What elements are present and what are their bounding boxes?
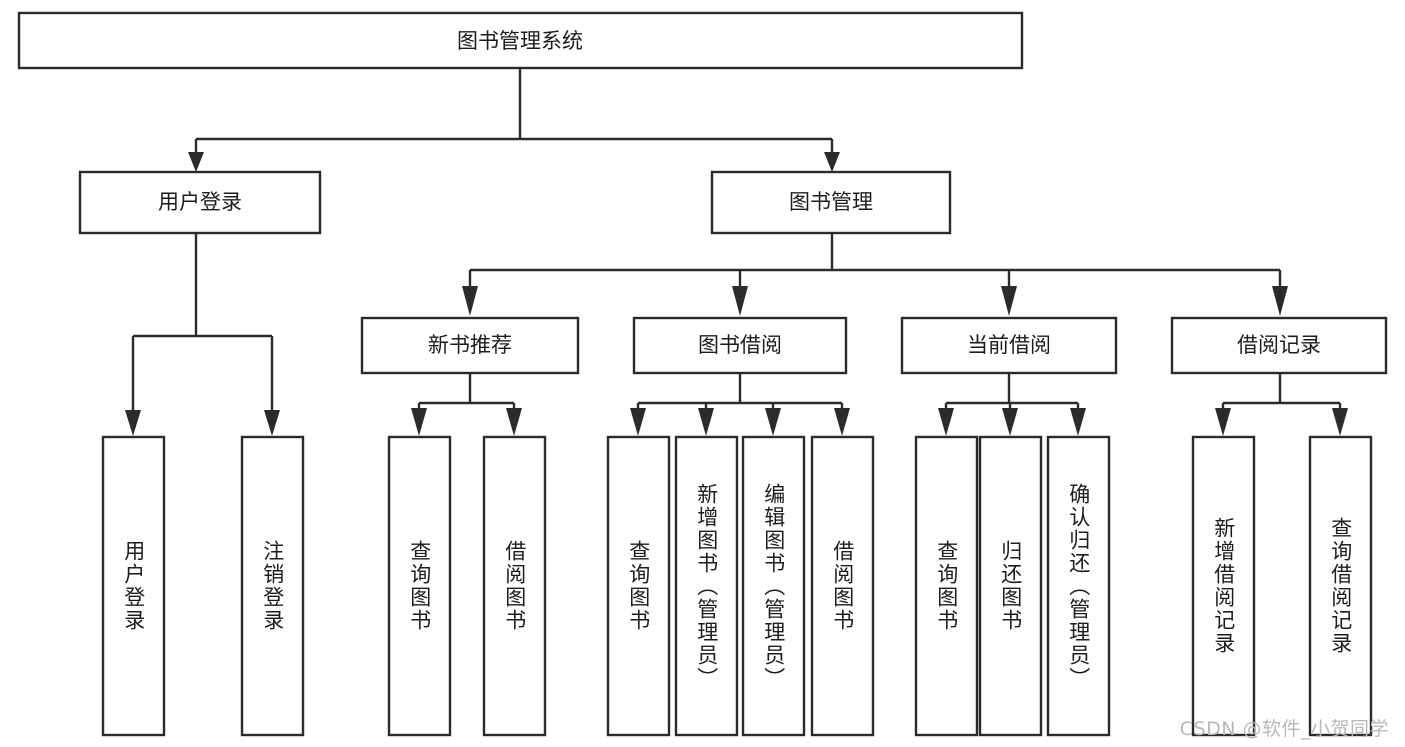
- arrow-head-leaf-return-book: [1002, 408, 1018, 436]
- arrow-head-leaf-query-book-1: [411, 408, 427, 436]
- node-leaf-query-book-1[interactable]: [387, 435, 452, 737]
- label-root: 图书管理系统: [457, 29, 583, 53]
- arrow-head-current-borrow: [1001, 286, 1017, 316]
- node-leaf-return-book[interactable]: [978, 435, 1043, 737]
- node-leaf-borrow-book-2[interactable]: [810, 435, 875, 737]
- node-root[interactable]: [17, 11, 1024, 70]
- arrow-head-leaf-query-book-3: [938, 408, 954, 436]
- arrow-head-user-login: [188, 152, 204, 172]
- arrow-head-borrow-record: [1272, 286, 1288, 316]
- node-leaf-edit-book[interactable]: [741, 435, 806, 737]
- arrow-head-leaf-add-book: [698, 408, 714, 436]
- node-leaf-query-record[interactable]: [1308, 435, 1373, 737]
- node-leaf-query-book-2[interactable]: [606, 435, 671, 737]
- node-leaf-confirm-return[interactable]: [1046, 435, 1111, 737]
- node-new-book-recommend[interactable]: [360, 316, 580, 375]
- node-borrow-record[interactable]: [1170, 316, 1388, 375]
- node-current-borrow[interactable]: [900, 316, 1118, 375]
- arrow-head-leaf-query-book-2: [630, 408, 646, 436]
- label-book-manage: 图书管理: [789, 190, 873, 214]
- horizontal-label-group: 图书管理系统 用户登录 图书管理 新书推荐 图书借阅 当前借阅 借阅记录: [158, 29, 1321, 357]
- arrow-head-book-borrow: [732, 286, 748, 316]
- label-new-book-recommend: 新书推荐: [428, 333, 512, 357]
- node-leaf-borrow-book-1[interactable]: [482, 435, 547, 737]
- arrow-head-leaf-add-record: [1215, 408, 1231, 436]
- node-book-manage[interactable]: [710, 170, 952, 235]
- watermark-text: CSDN @软件_小贺同学: [1179, 718, 1389, 740]
- arrow-head-new-book-recommend: [462, 286, 478, 316]
- arrow-head-leaf-query-record: [1332, 408, 1348, 436]
- node-user-login[interactable]: [78, 170, 322, 235]
- arrow-head-leaf-confirm-return: [1070, 408, 1086, 436]
- node-leaf-query-book-3[interactable]: [914, 435, 979, 737]
- label-book-borrow: 图书借阅: [698, 333, 782, 357]
- node-leaf-user-logout[interactable]: [240, 435, 305, 737]
- arrow-head-leaf-borrow-book-1: [506, 408, 522, 436]
- arrow-head-book-manage: [824, 152, 840, 172]
- arrow-head-leaf-borrow-book-2: [834, 408, 850, 436]
- label-user-login: 用户登录: [158, 190, 242, 214]
- arrow-head-leaf-user-logout: [264, 410, 280, 436]
- connector-group: [125, 68, 1348, 436]
- node-leaf-add-book[interactable]: [674, 435, 739, 737]
- node-leaf-add-record[interactable]: [1191, 435, 1256, 737]
- arrow-head-leaf-user-login: [125, 410, 141, 436]
- node-leaf-user-login[interactable]: [101, 435, 166, 737]
- node-box-group: [17, 11, 1388, 737]
- label-borrow-record: 借阅记录: [1237, 333, 1321, 357]
- arrow-head-leaf-edit-book: [765, 408, 781, 436]
- node-book-borrow[interactable]: [632, 316, 848, 375]
- label-current-borrow: 当前借阅: [967, 333, 1051, 357]
